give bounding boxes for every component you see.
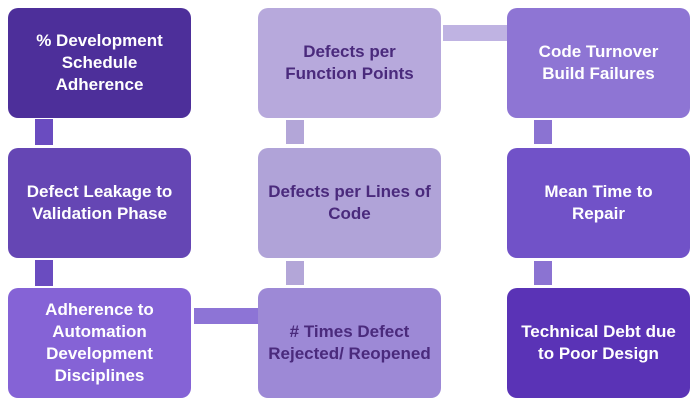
box-label: Technical Debt due to Poor Design xyxy=(521,322,676,363)
connector-dev-schedule-to-leakage xyxy=(35,119,53,145)
box-label: % Development Schedule Adherence xyxy=(36,31,163,94)
box-technical-debt: Technical Debt due to Poor Design xyxy=(507,288,690,398)
box-label: # Times Defect Rejected/ Reopened xyxy=(268,322,431,363)
box-label: Defects per Lines of Code xyxy=(268,182,431,223)
box-label: Adherence to Automation Development Disc… xyxy=(45,300,154,385)
box-label: Defect Leakage to Validation Phase xyxy=(26,182,173,223)
connector-leakage-to-automation xyxy=(35,260,53,286)
connector-loc-to-rejected xyxy=(286,261,304,285)
box-label: Mean Time to Repair xyxy=(544,182,653,223)
connector-turnover-to-mttr xyxy=(534,120,552,144)
connector-fp-to-turnover xyxy=(443,25,507,41)
connector-automation-to-rejected xyxy=(194,308,258,324)
box-dev-schedule-adherence: % Development Schedule Adherence xyxy=(8,8,191,118)
connector-fp-to-loc xyxy=(286,120,304,144)
box-times-defect-rejected: # Times Defect Rejected/ Reopened xyxy=(258,288,441,398)
connector-mttr-to-techdebt xyxy=(534,261,552,285)
box-automation-adherence: Adherence to Automation Development Disc… xyxy=(8,288,191,398)
box-code-turnover: Code Turnover Build Failures xyxy=(507,8,690,118)
box-label: Defects per Function Points xyxy=(285,42,414,83)
box-mean-time-to-repair: Mean Time to Repair xyxy=(507,148,690,258)
box-defects-per-function-points: Defects per Function Points xyxy=(258,8,441,118)
box-defects-per-loc: Defects per Lines of Code xyxy=(258,148,441,258)
box-label: Code Turnover Build Failures xyxy=(538,42,659,83)
box-defect-leakage: Defect Leakage to Validation Phase xyxy=(8,148,191,258)
